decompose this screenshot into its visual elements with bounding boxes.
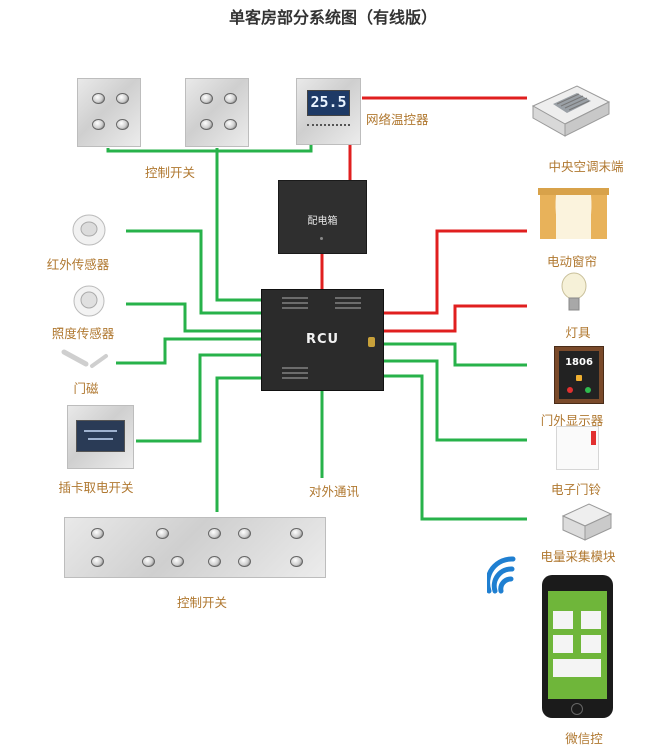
wire-top-switches xyxy=(106,145,313,153)
control-switch-panel-2 xyxy=(185,78,249,147)
card-power-switch xyxy=(67,405,134,469)
label-central-ac: 中央空调末端 xyxy=(548,159,624,174)
door-display-number: 1806 xyxy=(565,357,593,368)
wire-doorbell xyxy=(384,359,527,442)
label-lamp: 灯具 xyxy=(565,325,591,340)
phone-home-button xyxy=(571,703,583,715)
label-curtain: 电动窗帘 xyxy=(546,254,598,269)
switch-button xyxy=(224,119,237,130)
wire-lamp xyxy=(384,304,527,333)
label-control-switch-top: 控制开关 xyxy=(144,165,196,180)
network-thermostat: 25.5 xyxy=(296,78,361,145)
door-display: 1806 xyxy=(554,346,604,404)
wire-card-switch xyxy=(136,353,262,443)
rcu-unit: RCU xyxy=(261,289,384,391)
phone-screen xyxy=(548,591,607,699)
control-switch-strip xyxy=(64,517,326,578)
switch-button xyxy=(200,93,213,104)
label-card-switch: 插卡取电开关 xyxy=(58,480,134,495)
switch-button xyxy=(92,93,105,104)
label-external-comm: 对外通讯 xyxy=(308,484,360,499)
energy-collection-module xyxy=(561,503,613,541)
distribution-box-label: 配电箱 xyxy=(307,216,338,227)
thermostat-keys xyxy=(307,124,350,133)
label-wechat: 微信控 xyxy=(565,731,603,746)
switch-button xyxy=(224,93,237,104)
label-door-display: 门外显示器 xyxy=(540,413,604,428)
electric-curtain xyxy=(538,188,609,239)
wifi-signal-icon xyxy=(487,556,516,594)
ir-sensor xyxy=(72,214,106,246)
central-ac-unit xyxy=(531,85,611,137)
thermostat-screen xyxy=(307,90,350,116)
rcu-label: RCU xyxy=(305,332,340,347)
distribution-box: 配电箱 xyxy=(278,180,367,254)
electronic-doorbell xyxy=(556,426,599,470)
switch-button xyxy=(200,119,213,130)
label-door-magnet: 门磁 xyxy=(73,381,99,396)
thermostat-temperature: 25.5 xyxy=(310,93,347,111)
smartphone xyxy=(542,575,613,718)
rcu-lock-icon xyxy=(368,337,375,347)
lamp xyxy=(561,272,587,311)
wire-switches-rcu xyxy=(215,151,262,302)
label-control-switch-bottom: 控制开关 xyxy=(176,595,228,610)
label-ir-sensor: 红外传感器 xyxy=(46,257,110,272)
label-energy-module: 电量采集模块 xyxy=(540,549,616,564)
switch-button xyxy=(116,119,129,130)
label-light-sensor: 照度传感器 xyxy=(51,326,115,341)
distribution-box-dot xyxy=(320,237,323,240)
wire-curtain xyxy=(384,229,527,315)
switch-button xyxy=(116,93,129,104)
switch-button xyxy=(92,119,105,130)
wire-ir-sensor xyxy=(126,229,262,315)
label-doorbell: 电子门铃 xyxy=(550,482,602,497)
diagram-title: 单客房部分系统图（有线版） xyxy=(228,8,437,27)
light-sensor xyxy=(73,285,105,317)
label-thermostat: 网络温控器 xyxy=(366,112,429,127)
wire-bottom-switches xyxy=(215,376,262,512)
wire-energy-module xyxy=(384,374,527,521)
wire-door-display xyxy=(384,342,527,367)
wire-door-magnet xyxy=(116,337,262,365)
control-switch-panel-1 xyxy=(77,78,141,147)
door-magnet xyxy=(61,349,108,368)
wire-light-sensor xyxy=(126,302,262,333)
